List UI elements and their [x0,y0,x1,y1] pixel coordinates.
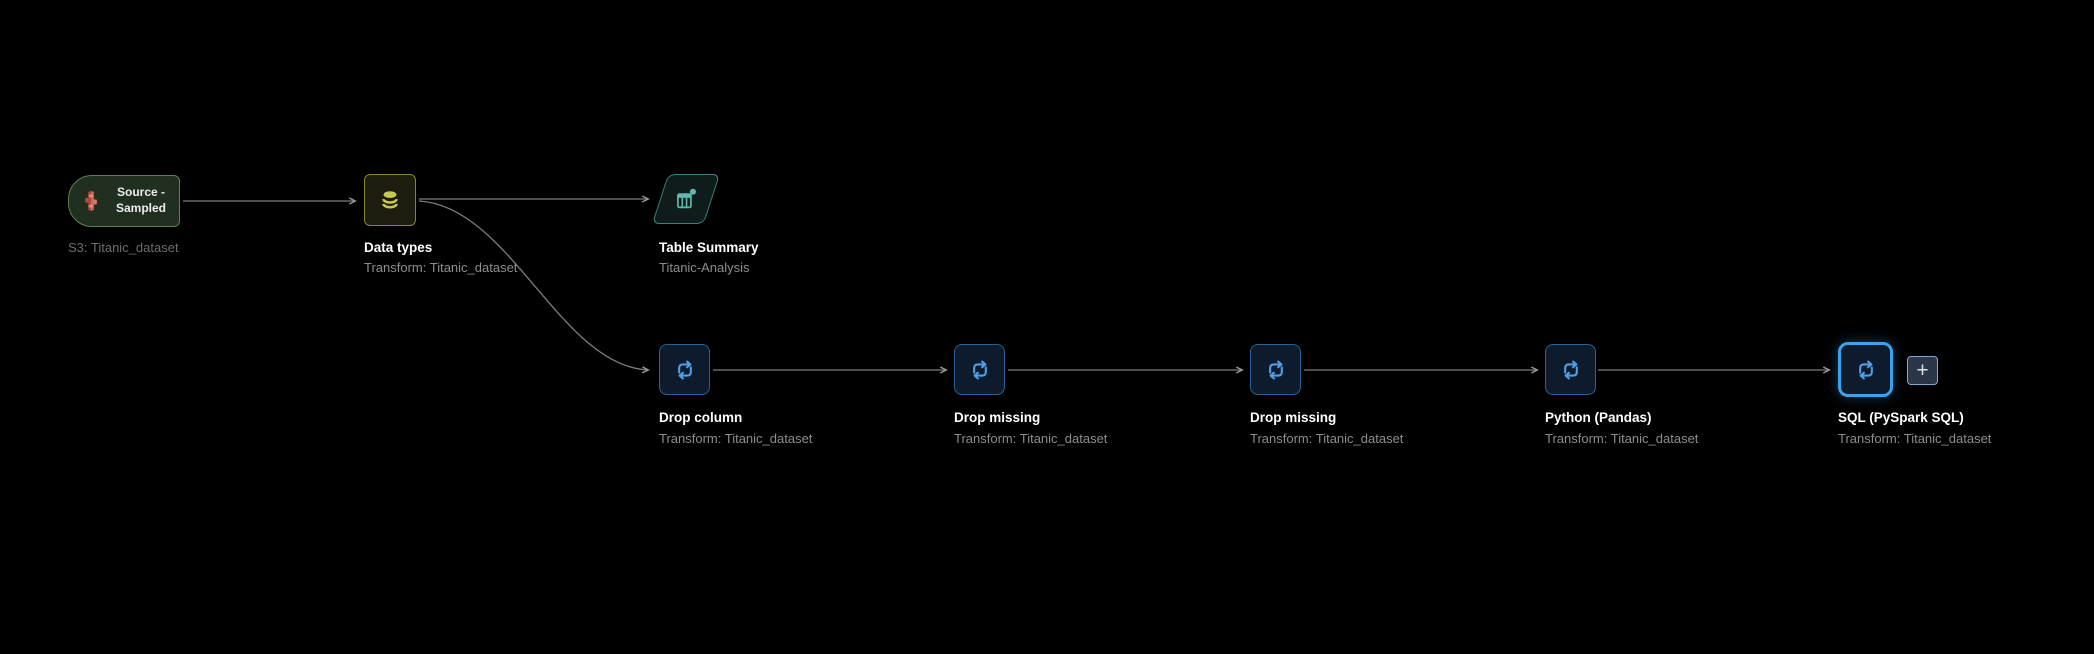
source-node-label: Source - Sampled [115,185,166,215]
node-source-sampled[interactable]: Source - Sampled [68,175,180,227]
s3-bucket-icon [78,188,104,214]
source-sublabel: S3: Titanic_dataset [68,240,179,255]
node-table-summary[interactable] [651,174,721,224]
transform-loop-icon [1852,356,1880,384]
transform-loop-icon [966,356,994,384]
sql-pyspark-subtitle: Transform: Titanic_dataset [1838,431,1992,446]
table-summary-subtitle: Titanic-Analysis [659,260,750,275]
drop-missing-1-subtitle: Transform: Titanic_dataset [954,431,1108,446]
sql-pyspark-title: SQL (PySpark SQL) [1838,410,1964,425]
node-drop-missing-2[interactable] [1250,344,1301,395]
python-pandas-title: Python (Pandas) [1545,410,1652,425]
node-sql-pyspark[interactable] [1838,342,1893,397]
node-drop-missing-1[interactable] [954,344,1005,395]
plus-icon: + [1916,358,1929,382]
node-drop-column[interactable] [659,344,710,395]
table-summary-title: Table Summary [659,240,759,255]
drop-missing-1-title: Drop missing [954,410,1041,425]
edge-datatypes-to-dropcolumn [418,200,648,370]
transform-loop-icon [671,356,699,384]
drop-column-subtitle: Transform: Titanic_dataset [659,431,813,446]
transform-loop-icon [1557,356,1585,384]
database-icon [377,187,403,213]
drop-column-title: Drop column [659,410,743,425]
drop-missing-2-subtitle: Transform: Titanic_dataset [1250,431,1404,446]
drop-missing-2-title: Drop missing [1250,410,1337,425]
add-step-button[interactable]: + [1907,356,1938,385]
node-data-types[interactable] [364,174,416,226]
python-pandas-subtitle: Transform: Titanic_dataset [1545,431,1699,446]
data-types-title: Data types [364,240,433,255]
data-types-subtitle: Transform: Titanic_dataset [364,260,518,275]
node-python-pandas[interactable] [1545,344,1596,395]
table-summary-icon [673,186,700,213]
transform-loop-icon [1262,356,1290,384]
